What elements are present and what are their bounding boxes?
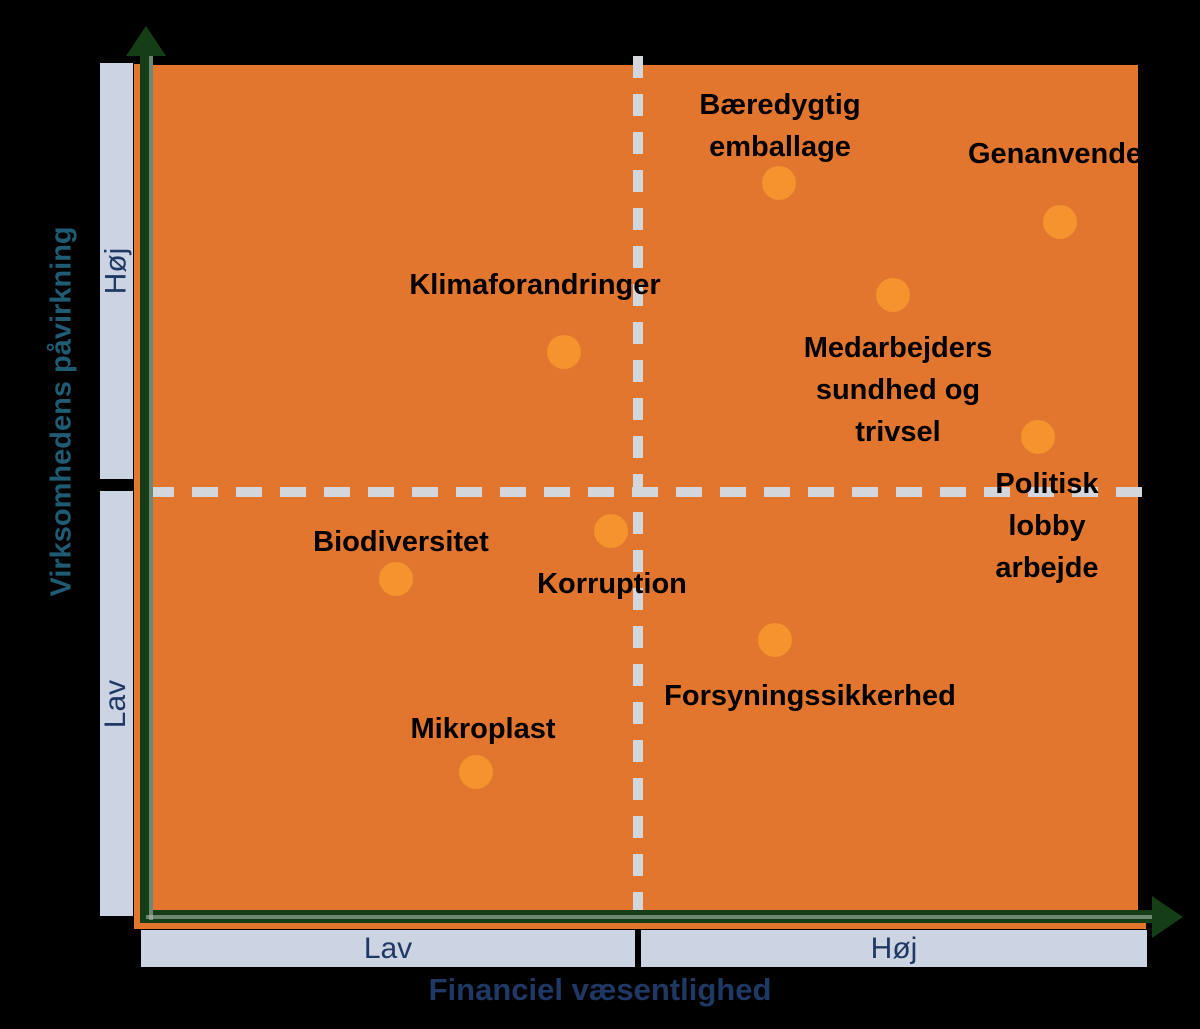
data-label-medarbejders: Medarbejders sundhed og trivsel <box>803 332 993 449</box>
data-label-biodiversitet: Biodiversitet <box>313 526 489 558</box>
x-axis-title: Financiel væsentlighed <box>428 972 772 1007</box>
data-point-forsyningssikkerhed[interactable] <box>758 623 792 657</box>
horizontal-quadrant-divider <box>148 487 1148 497</box>
y-axis-highlight <box>149 50 153 920</box>
x-axis-arrow-icon <box>1152 896 1183 938</box>
data-point-baeredygtig-emballage[interactable] <box>762 166 796 200</box>
data-label-mikroplast: Mikroplast <box>410 713 556 745</box>
data-label-genanvende: Genanvende <box>968 138 1143 170</box>
data-label-politisk-lobby: Politisk lobby arbejde <box>995 468 1099 585</box>
data-label-forsyningssikkerhed: Forsyningssikkerhed <box>664 680 956 712</box>
data-point-politisk-lobby[interactable] <box>1021 420 1055 454</box>
x-axis-accent-line <box>134 922 1146 929</box>
y-axis-scale-high-label: Høj <box>99 247 133 295</box>
x-axis-scale-low-label: Lav <box>363 931 413 965</box>
data-label-baeredygtig-emballage: Bæredygtig emballage <box>699 89 861 164</box>
y-axis-scale-low: Lav <box>100 491 133 916</box>
data-label-korruption: Korruption <box>537 568 687 600</box>
y-axis-scale-high: Høj <box>100 63 133 479</box>
data-point-klimaforandringer[interactable] <box>547 335 581 369</box>
data-point-genanvende[interactable] <box>1043 205 1077 239</box>
y-axis-arrow-icon <box>126 26 166 56</box>
data-point-medarbejders[interactable] <box>876 278 910 312</box>
x-axis-scale-low: Lav <box>141 930 635 967</box>
x-axis-scale-high: Høj <box>641 930 1147 967</box>
y-axis-accent-line <box>134 64 140 928</box>
data-label-klimaforandringer: Klimaforandringer <box>409 269 661 301</box>
y-axis-title: Virksomhedens påvirkning <box>45 226 78 597</box>
x-axis-scale-high-label: Høj <box>870 931 918 965</box>
data-point-biodiversitet[interactable] <box>379 562 413 596</box>
data-point-mikroplast[interactable] <box>459 755 493 789</box>
data-point-korruption[interactable] <box>594 514 628 548</box>
y-axis-scale-low-label: Lav <box>99 679 133 728</box>
x-axis-highlight <box>146 915 1154 919</box>
vertical-quadrant-divider <box>633 56 643 917</box>
